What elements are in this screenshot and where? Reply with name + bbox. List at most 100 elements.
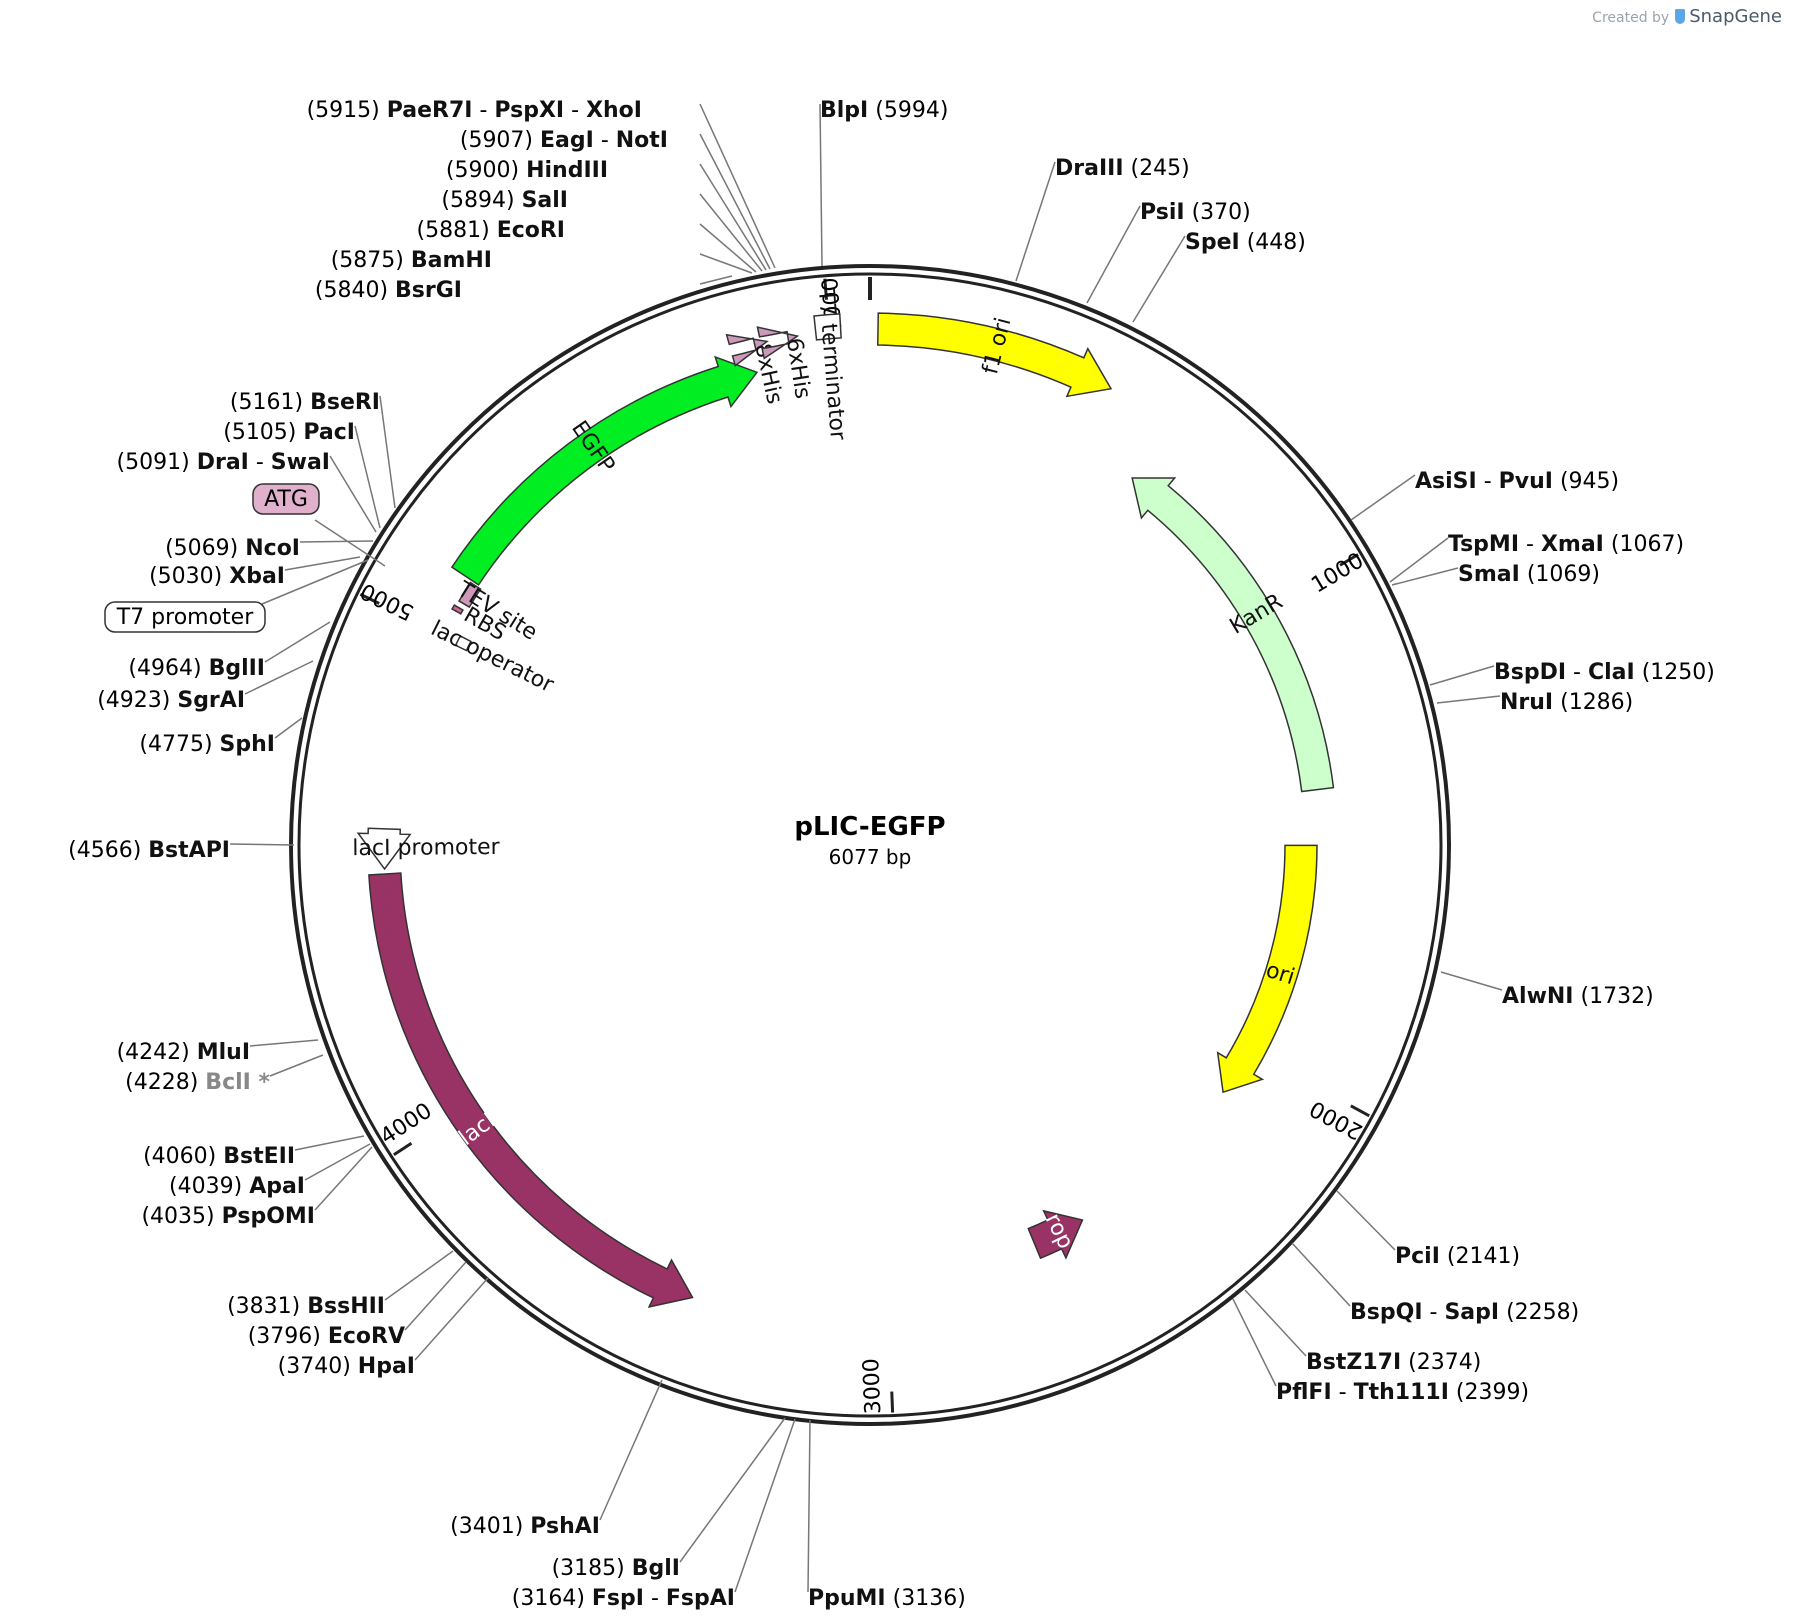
site-position: (4566): [68, 838, 141, 863]
site-name: DraIII: [1055, 156, 1124, 181]
boxed-label-frame: [252, 483, 320, 515]
site-ecori[interactable]: (5881) EcoRI: [417, 218, 757, 273]
site-label: (3831) BssHII: [227, 1294, 385, 1319]
site-alwni[interactable]: AlwNI (1732): [1440, 971, 1654, 1009]
site-bsteii[interactable]: (4060) BstEII: [143, 1135, 365, 1169]
site-bstapi[interactable]: (4566) BstAPI: [68, 838, 295, 863]
site-hpai[interactable]: (3740) HpaI: [278, 1277, 489, 1379]
site-bspqi[interactable]: BspQI - SapI (2258): [1291, 1242, 1579, 1325]
site-draiii[interactable]: DraIII (245): [1015, 156, 1190, 282]
boxed-label-atg[interactable]: ATG: [252, 483, 386, 567]
site-gap: [625, 1556, 632, 1581]
site-ppumi[interactable]: PpuMI (3136): [807, 1419, 966, 1611]
scale-tick: [1350, 1104, 1370, 1118]
credit-prefix: Created by: [1592, 10, 1670, 26]
site-position: (4035): [141, 1204, 214, 1229]
site-apai[interactable]: (4039) ApaI: [169, 1143, 371, 1199]
scale-tick-label: 5000: [357, 577, 418, 624]
site-nrui[interactable]: NruI (1286): [1436, 690, 1633, 715]
boxed-label-t7-promoter[interactable]: T7 promoter: [104, 559, 369, 633]
site-name: SpeI: [1185, 230, 1240, 255]
site-xbai[interactable]: (5030) XbaI: [149, 556, 361, 589]
site-name: FspAI: [666, 1586, 735, 1611]
site-label: (4228) BclI *: [125, 1070, 270, 1095]
site-gap: [519, 158, 526, 183]
site-name-separator: -: [594, 128, 616, 153]
site-sphi[interactable]: (4775) SphI: [139, 717, 303, 757]
feature-shape: [756, 326, 800, 360]
site-label: PflFI - Tth111I (2399): [1276, 1380, 1529, 1405]
site-position: (3740): [278, 1354, 351, 1379]
boxed-label-text: T7 promoter: [116, 605, 254, 630]
site-pshai[interactable]: (3401) PshAI: [450, 1379, 663, 1539]
site-label: (4566) BstAPI: [68, 838, 230, 863]
site-position: (4775): [139, 732, 212, 757]
feature-shape: [454, 634, 472, 652]
scale-tick-label: 2000: [1306, 1095, 1367, 1144]
site-sgrai[interactable]: (4923) SgrAI: [97, 660, 314, 713]
site-leader-line: [679, 1417, 786, 1563]
site-bspdi[interactable]: BspDI - ClaI (1250): [1429, 660, 1715, 686]
site-name: SgrAI: [177, 688, 245, 713]
site-drai[interactable]: (5091) DraI - SwaI: [117, 450, 377, 533]
site-gap: [238, 536, 245, 561]
site-bgli[interactable]: (3185) BglI: [552, 1417, 786, 1581]
site-name: XbaI: [229, 564, 285, 589]
site-label: SmaI (1069): [1458, 562, 1600, 587]
site-bsrgi[interactable]: (5840) BsrGI: [315, 275, 733, 303]
site-label: (5907) EagI - NotI: [460, 128, 668, 153]
site-blpi[interactable]: BlpI (5994): [819, 98, 948, 267]
site-eagi[interactable]: (5907) EagI - NotI: [460, 128, 771, 270]
scale-tick-label: 4000: [376, 1098, 437, 1149]
site-leader-line: [1389, 537, 1449, 583]
site-bglii[interactable]: (4964) BglII: [128, 621, 331, 681]
site-bamhi[interactable]: (5875) BamHI: [331, 248, 753, 274]
site-tspmi[interactable]: TspMI - XmaI (1067): [1389, 532, 1684, 583]
site-leader-line: [294, 1135, 365, 1151]
site-position: (2374): [1408, 1350, 1481, 1375]
site-position: (5875): [331, 248, 404, 273]
site-mlui[interactable]: (4242) MluI: [117, 1039, 319, 1065]
site-sali[interactable]: (5894) SalI: [441, 188, 763, 272]
site-paci[interactable]: (5105) PacI: [223, 420, 381, 529]
site-hindiii[interactable]: (5900) HindIII: [446, 158, 767, 271]
site-spei[interactable]: SpeI (448): [1132, 230, 1306, 323]
site-label: (3401) PshAI: [450, 1514, 600, 1539]
site-bstz17i[interactable]: BstZ17I (2374): [1244, 1289, 1481, 1375]
site-gap: [533, 128, 540, 153]
site-gap: [242, 1174, 249, 1199]
site-position: (3136): [893, 1586, 966, 1611]
site-name: BsrGI: [395, 278, 462, 303]
site-fspi[interactable]: (3164) FspI - FspAI: [512, 1418, 796, 1611]
site-ecorv[interactable]: (3796) EcoRV: [248, 1261, 467, 1349]
site-gap: [1574, 984, 1581, 1009]
site-pflfi[interactable]: PflFI - Tth111I (2399): [1232, 1298, 1529, 1405]
site-bcli[interactable]: (4228) BclI *: [125, 1054, 324, 1095]
site-pspomi[interactable]: (4035) PspOMI: [141, 1146, 373, 1229]
site-ncoi[interactable]: (5069) NcoI: [165, 536, 374, 561]
site-gap: [216, 1144, 223, 1169]
site-smai[interactable]: SmaI (1069): [1391, 562, 1600, 587]
boxed-label-leader: [314, 519, 386, 567]
site-position: (4039): [169, 1174, 242, 1199]
site-gap: [1124, 156, 1131, 181]
site-leader-line: [1350, 474, 1416, 521]
site-leader-line: [599, 1379, 663, 1521]
site-position: (3796): [248, 1324, 321, 1349]
feature-kanr: KanR: [1131, 477, 1335, 793]
site-label: (4964) BglII: [128, 656, 265, 681]
site-name: HindIII: [526, 158, 608, 183]
boxed-label-text: ATG: [264, 487, 308, 512]
site-bsshii[interactable]: (3831) BssHII: [227, 1250, 454, 1319]
site-psii[interactable]: PsiI (370): [1086, 200, 1251, 304]
site-paer7i[interactable]: (5915) PaeR7I - PspXI - XhoI: [307, 98, 776, 269]
site-leader-line: [244, 660, 314, 695]
site-name: PsiI: [1140, 200, 1185, 225]
site-name: ApaI: [249, 1174, 305, 1199]
site-bseri[interactable]: (5161) BseRI: [230, 390, 396, 509]
feature-ori: ori: [1216, 844, 1318, 1094]
site-asisi[interactable]: AsiSI - PvuI (945): [1350, 469, 1619, 521]
site-label: BspQI - SapI (2258): [1350, 1300, 1579, 1325]
site-pcii[interactable]: PciI (2141): [1336, 1190, 1520, 1269]
